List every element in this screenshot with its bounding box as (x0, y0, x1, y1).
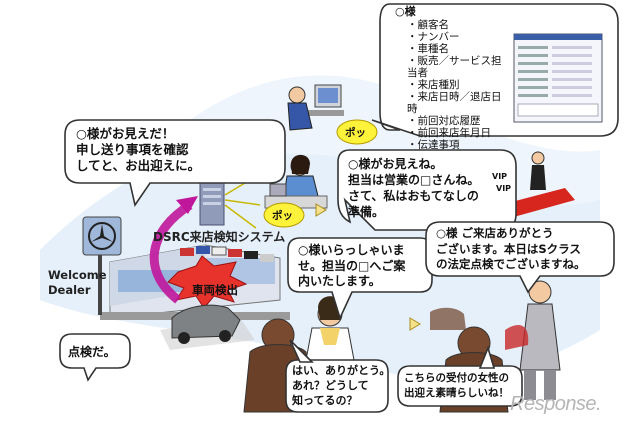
system-info-item: 顧客名 (407, 19, 511, 31)
customer-car (160, 304, 255, 350)
pop-label: ポッ (272, 210, 293, 222)
signal-arrow (149, 201, 193, 304)
bubble-receptionist (337, 149, 517, 231)
vip-label: VIP (496, 184, 512, 193)
greeter-figure (305, 296, 355, 361)
pop-burst-2 (263, 202, 305, 228)
system-info-item: 来店日時／退店日時 (407, 91, 511, 115)
pop-burst-1 (336, 119, 378, 145)
system-info-item: 伝達事項 (407, 139, 511, 151)
bubble-customer-praise (397, 345, 523, 407)
system-info-item: 車種名 (407, 43, 511, 55)
system-info-item: 販売／サービス担当者 (407, 55, 511, 79)
system-info-item: ナンバー (407, 31, 511, 43)
welcome-dealer-label: Welcome Dealer (48, 268, 107, 298)
parked-cars (180, 246, 274, 262)
star-logo-sign (82, 216, 122, 315)
vip-label: VIP (492, 172, 508, 181)
vip-red-carpet (500, 151, 575, 218)
signal-arrow-head (176, 196, 198, 214)
customer-praise-speech: こちらの受付の女性の 出迎え素晴らしいね！ (404, 372, 509, 399)
bubble-salesman (425, 221, 615, 294)
greeter-speech: ○様いらっしゃいま せ。担当の□へご案 内いたします。 (298, 243, 406, 288)
bubble-manager (64, 119, 286, 207)
manager-desk (287, 84, 344, 131)
system-info-header: ○様 (395, 5, 416, 18)
receptionist-speech: ○様がお見えね。 担当は営業の□さんね。 さて、私はおもてなしの 準備。 (348, 157, 480, 219)
salesman-speech: ○様 ご来店ありがとう ございます。本日はSクラス の法定点検でございますね。 (436, 226, 586, 271)
system-info-item: 前回対応履歴 (407, 115, 511, 127)
system-info-item: 来店種別 (407, 79, 511, 91)
bubble-driver (59, 333, 131, 382)
bubble-customer-reply (285, 339, 389, 413)
dsrc-server (199, 182, 225, 226)
vehicle-detected-burst (167, 255, 248, 309)
system-screen-thumbnail (513, 33, 603, 123)
system-info-list: ○様 顧客名 ナンバー 車種名 販売／サービス担当者 来店種別 来店日時／退店日… (395, 5, 511, 152)
salesman-figure (505, 280, 561, 400)
pop-label: ポッ (345, 127, 366, 139)
dsrc-system-label: DSRC来店検知システム (153, 230, 286, 244)
response-watermark: Response. (510, 393, 602, 415)
system-info-item: 前回来店年月日 (407, 127, 511, 139)
welcome-line: Welcome (48, 268, 107, 282)
driver-speech: 点検だ。 (68, 345, 116, 359)
manager-speech: ○様がお見えだ！ 申し送り事項を確認 してと、お出迎えに。 (76, 126, 201, 173)
vehicle-detected-label: 車両検出 (192, 283, 238, 297)
customer-reply-speech: はい、ありがとう。 あれ？どうして 知ってるの？ (292, 364, 391, 407)
customer-back-far (430, 307, 466, 330)
dealer-line: Dealer (48, 283, 91, 297)
